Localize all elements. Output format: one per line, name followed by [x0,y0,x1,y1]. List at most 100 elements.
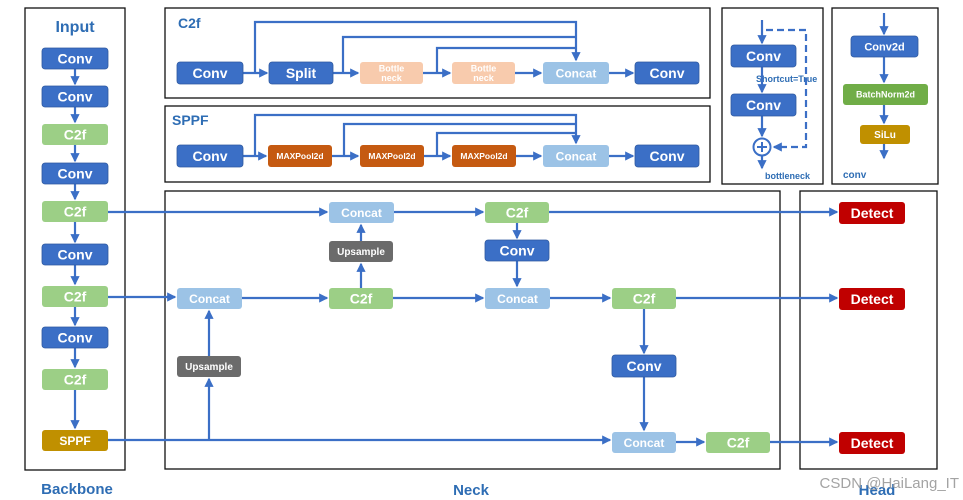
c2f-skip3-arrow [435,46,576,73]
b-conv3-label: Conv [58,166,93,182]
c2f-bottle2-box [452,62,515,84]
b-c2f4-node: C2f [42,369,108,390]
c2f-conv-in-box [176,61,244,85]
sppf-pool1-label: MAXPool2d [276,151,323,161]
residual-add-icon [752,137,772,157]
bn-conv1-box [730,44,797,68]
b-conv2-box [41,85,109,108]
b-c2f1-node: C2f [42,124,108,145]
c2f-skip2-arrow [341,35,576,73]
n-c2f-a-node: C2f [329,288,393,309]
n-c2f-c-label: C2f [633,291,656,307]
sppf-pool2-node: MAXPool2d [360,145,424,167]
cv-silu-node: SiLu [860,125,910,144]
sppf-pool3-box [452,145,516,167]
n-upsample-b-label: Upsample [185,362,233,373]
c2f-conv-out-box [634,61,700,85]
c2f-conv-out-label: Conv [650,65,685,81]
n-concat-a-label: Concat [341,206,382,220]
n-concat-d-node: Concat [612,432,676,453]
c2f-split-node: Split [268,61,334,85]
cv-conv2d-box [850,35,919,58]
b-sppf-node: SPPF [42,430,108,451]
n-concat-d-box [612,432,676,453]
sppf-pool3-label: MAXPool2d [460,151,507,161]
n-c2f-c-box [612,288,676,309]
sppf-conv-out-node: Conv [634,144,700,168]
h-detect2-node: Detect [839,288,905,310]
n-c2f-a-label: C2f [350,291,373,307]
n-conv-b-box [611,354,677,378]
input-title: Input [55,19,95,36]
sppf-conv-out-label: Conv [650,148,685,164]
h-detect1-box [839,202,905,224]
b-c2f4-box [42,369,108,390]
n-c2f-d-node: C2f [706,432,770,453]
b-c2f3-box [42,286,108,307]
b-conv4-box [41,243,109,266]
b-c2f2-node: C2f [42,201,108,222]
c2f-bottle1-box [360,62,423,84]
c2f-conv-in-label: Conv [193,65,228,81]
n-c2f-d-box [706,432,770,453]
n-c2f-b-node: C2f [485,202,549,223]
bn-conv2-box [730,93,797,117]
n-conv-b-node: Conv [611,354,677,378]
conv-panel-title: conv [843,170,867,181]
neck-panel [164,190,781,470]
sppf-skip3-arrow [435,131,576,156]
sppf-conv-in-label: Conv [193,148,228,164]
head-title: Head [859,482,896,499]
b-sppf-label: SPPF [59,434,90,448]
head-panel [799,190,938,470]
b-conv1-box [41,47,109,70]
n-upsample-a-label: Upsample [337,247,385,258]
cv-silu-box [860,125,910,144]
sppf-conv-in-node: Conv [176,144,244,168]
h-detect2-box [839,288,905,310]
n-upsample-a-box [329,241,393,262]
b-conv2-label: Conv [58,89,93,105]
c2f-panel-title: C2f [178,15,201,31]
cv-bn-label: BatchNorm2d [856,90,915,100]
neck-title: Neck [453,482,490,499]
b-sppf-box [42,430,108,451]
n-concat-b-node: Concat [177,288,242,309]
cv-conv2d-label: Conv2d [864,41,904,53]
n-upsample-b-node: Upsample [177,356,241,377]
c2f-concat-box [543,62,609,84]
bn-conv1-node: Conv [730,44,797,68]
backbone-title: Backbone [41,481,113,498]
n-concat-a-node: Concat [329,202,394,223]
b-conv3-box [41,162,109,185]
c2f-detail-panel [164,7,711,99]
b-conv3-node: Conv [41,162,109,185]
sppf-pool2-label: MAXPool2d [368,151,415,161]
n-concat-c-label: Concat [497,292,538,306]
n-c2f-c-node: C2f [612,288,676,309]
sppf-pool3-node: MAXPool2d [452,145,516,167]
b-c2f2-box [42,201,108,222]
n-concat-c-box [485,288,550,309]
watermark: CSDN @HaiLang_IT [819,475,959,492]
cv-bn-box [843,84,928,105]
bn-conv2-label: Conv [746,97,781,113]
bottleneck-detail-panel [721,7,824,185]
sppf-concat-box [543,145,609,167]
h-detect2-label: Detect [851,291,894,307]
cv-conv2d-node: Conv2d [850,35,919,58]
cv-bn-node: BatchNorm2d [843,84,928,105]
h-detect1-node: Detect [839,202,905,224]
h-detect3-label: Detect [851,435,894,451]
b-conv4-label: Conv [58,247,93,263]
b-c2f2-label: C2f [64,204,87,220]
n-conv-a-label: Conv [500,243,535,259]
b-c2f1-label: C2f [64,127,87,143]
sppf-pool1-box [268,145,332,167]
n-concat-c-node: Concat [485,288,550,309]
sppf-conv-out-box [634,144,700,168]
